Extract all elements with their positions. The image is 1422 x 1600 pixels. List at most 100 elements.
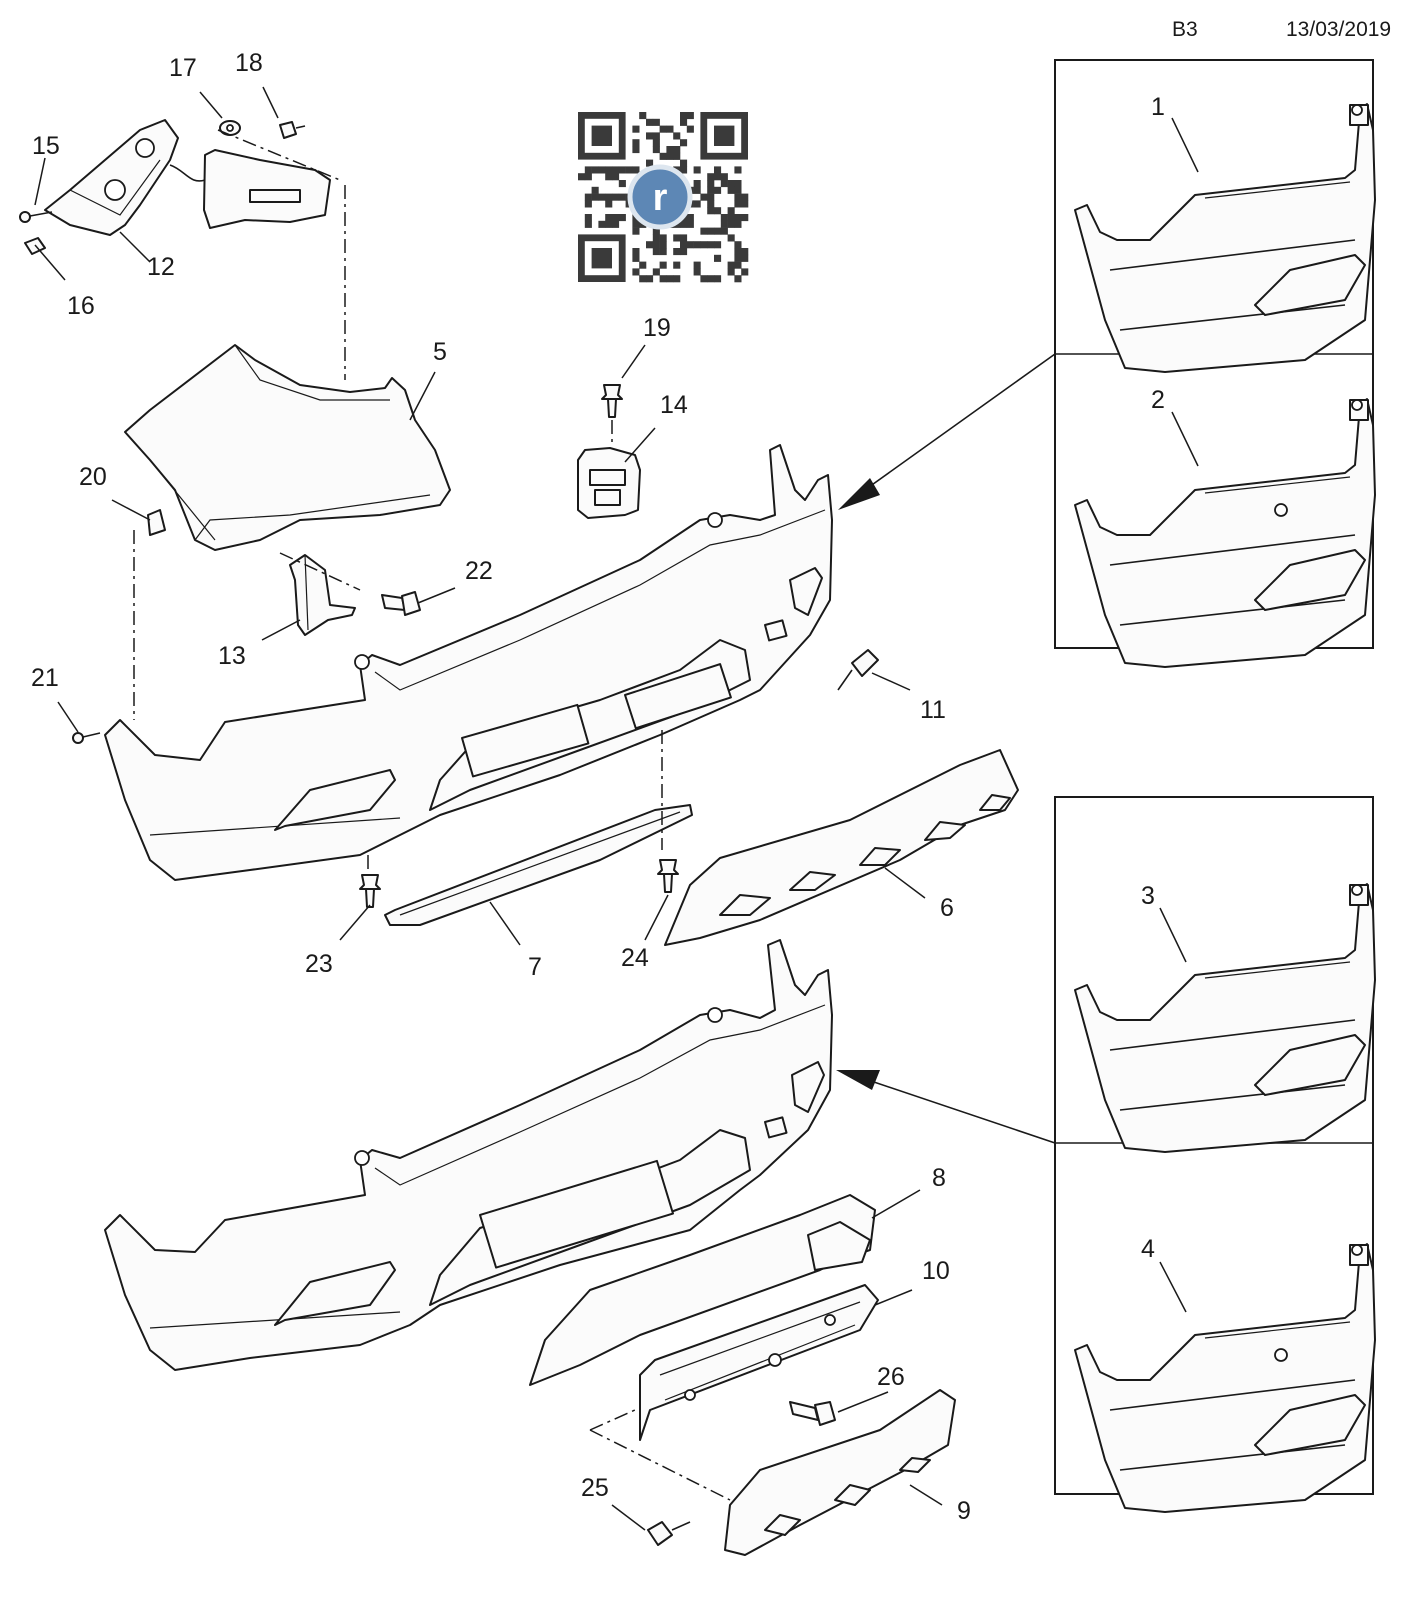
- qr-module: [584, 214, 592, 222]
- qr-module: [652, 241, 660, 249]
- qr-module: [605, 200, 613, 208]
- qr-module: [727, 207, 735, 215]
- part-7-lower-strip: [384, 804, 693, 926]
- qr-module: [693, 166, 701, 174]
- qr-module: [673, 248, 681, 256]
- qr-module: [720, 173, 728, 181]
- leader-lines: [34, 86, 1199, 1531]
- qr-module: [666, 275, 674, 283]
- qr-module: [666, 125, 674, 133]
- qr-module: [632, 139, 640, 147]
- qr-module: [680, 166, 688, 174]
- qr-module: [714, 254, 722, 262]
- qr-module: [700, 227, 708, 235]
- qr-module: [686, 241, 694, 249]
- callout-9: 9: [957, 1497, 971, 1525]
- part-10-mounting-plate: [639, 1284, 879, 1441]
- qr-module: [727, 186, 735, 194]
- qr-module: [734, 186, 742, 194]
- part-26-bolt: [789, 1401, 836, 1426]
- qr-module: [598, 166, 606, 174]
- qr-module: [707, 241, 715, 249]
- qr-module: [673, 275, 681, 283]
- qr-module: [578, 173, 586, 181]
- qr-module: [598, 193, 606, 201]
- part-6-diffuser: [664, 749, 1019, 946]
- qr-module: [652, 268, 660, 276]
- qr-module: [707, 207, 715, 215]
- qr-module: [680, 234, 688, 242]
- qr-module: [693, 180, 701, 188]
- qr-module: [652, 227, 660, 235]
- qr-module: [714, 166, 722, 174]
- qr-module: [666, 152, 674, 160]
- qr-module: [625, 166, 633, 174]
- callout-5: 5: [433, 338, 447, 366]
- qr-module: [618, 180, 626, 188]
- qr-module: [734, 261, 742, 269]
- part-24-clip: [657, 859, 679, 893]
- qr-finder: [591, 125, 612, 146]
- qr-module: [700, 193, 708, 201]
- qr-module: [700, 241, 708, 249]
- qr-module: [707, 173, 715, 181]
- part-20-clip: [147, 509, 166, 536]
- qr-module: [646, 132, 654, 140]
- qr-module: [598, 220, 606, 228]
- part-19-clip: [601, 384, 623, 418]
- qr-module: [632, 220, 640, 228]
- qr-module: [734, 214, 742, 222]
- qr-module: [686, 214, 694, 222]
- qr-module: [652, 234, 660, 242]
- sheet-date: 13/03/2019: [1286, 18, 1392, 41]
- qr-module: [618, 166, 626, 174]
- qr-module: [652, 146, 660, 154]
- qr-module: [673, 152, 681, 160]
- callout-3: 3: [1141, 882, 1155, 910]
- qr-module: [652, 248, 660, 256]
- qr-module: [727, 261, 735, 269]
- qr-module: [618, 214, 626, 222]
- qr-module: [720, 220, 728, 228]
- qr-module: [714, 186, 722, 194]
- part-5-corner-bracket: [124, 344, 451, 551]
- inset-bumper-4: [1074, 1243, 1376, 1513]
- qr-module: [659, 152, 667, 160]
- callout-20: 20: [79, 463, 107, 491]
- callout-17: 17: [169, 54, 197, 82]
- part-23-clip: [359, 874, 381, 908]
- qr-module: [632, 268, 640, 276]
- qr-module: [591, 193, 599, 201]
- qr-module: [632, 248, 640, 256]
- callout-6: 6: [940, 894, 954, 922]
- qr-module: [632, 227, 640, 235]
- qr-module: [734, 248, 742, 256]
- qr-module: [714, 275, 722, 283]
- logo-letter: r: [653, 177, 668, 219]
- pointer-arrow-lower: [836, 1070, 1056, 1144]
- lower-bumper-cover: [104, 939, 833, 1371]
- qr-module: [659, 241, 667, 249]
- qr-module: [632, 146, 640, 154]
- qr-module: [612, 193, 620, 201]
- qr-module: [591, 186, 599, 194]
- qr-module: [734, 166, 742, 174]
- qr-module: [659, 275, 667, 283]
- qr-module: [727, 234, 735, 242]
- qr-module: [693, 241, 701, 249]
- callout-21: 21: [31, 664, 59, 692]
- qr-module: [720, 227, 728, 235]
- qr-module: [741, 200, 749, 208]
- qr-module: [652, 132, 660, 140]
- qr-module: [605, 173, 613, 181]
- qr-module: [646, 118, 654, 126]
- qr-module: [680, 139, 688, 147]
- qr-module: [652, 139, 660, 147]
- qr-module: [605, 166, 613, 174]
- qr-module: [646, 159, 654, 167]
- callout-23: 23: [305, 950, 333, 978]
- qr-code: r: [578, 112, 749, 283]
- part-15-screw: [19, 211, 53, 223]
- qr-module: [693, 200, 701, 208]
- qr-module: [741, 193, 749, 201]
